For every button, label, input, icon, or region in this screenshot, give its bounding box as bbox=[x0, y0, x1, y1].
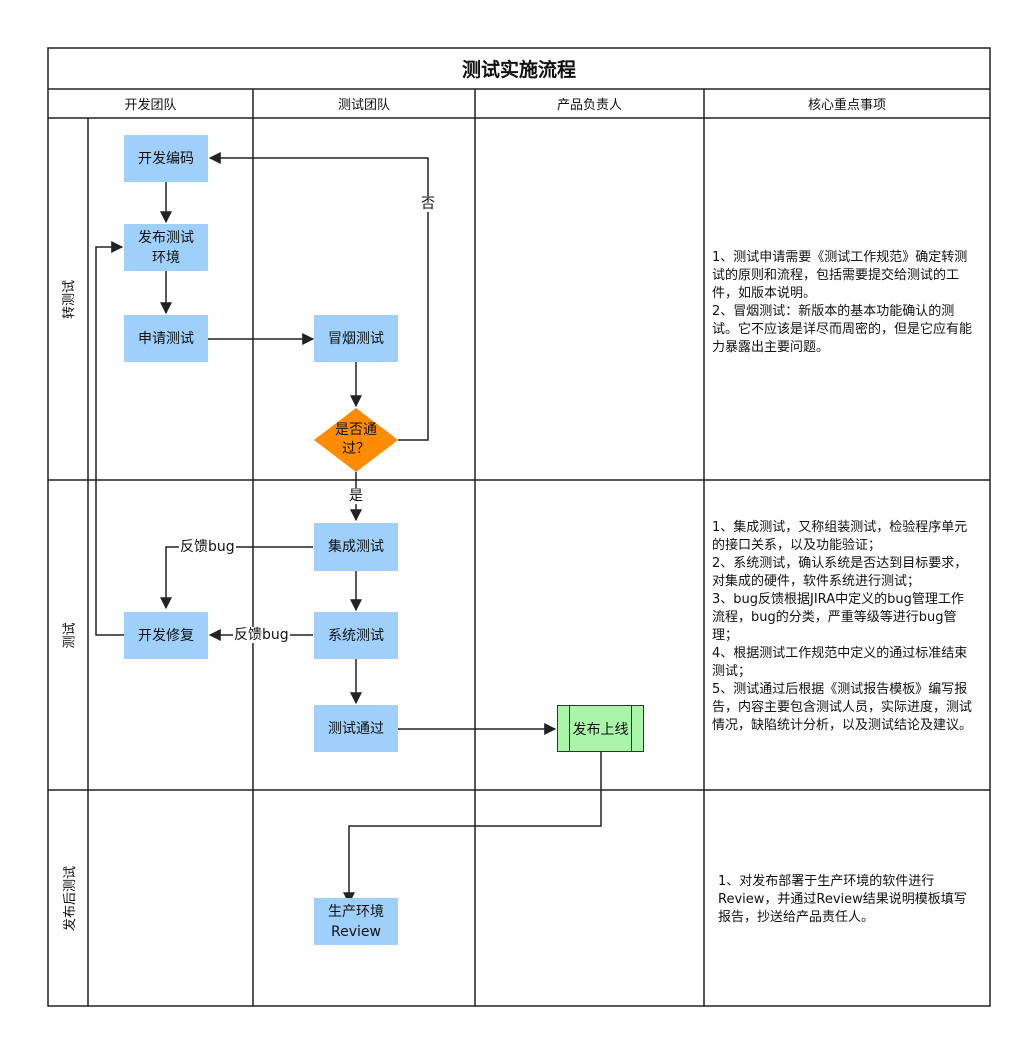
release-node: 发布上线 bbox=[557, 705, 644, 752]
column-header-product-owner: 产品负责人 bbox=[556, 98, 622, 113]
edge-label-feedback-bug-integration: 反馈bug bbox=[179, 539, 236, 555]
edge-label-feedback-bug-system: 反馈bug bbox=[233, 627, 290, 643]
swimlane-grid bbox=[47, 47, 991, 1007]
column-header-test-team: 测试团队 bbox=[337, 98, 390, 113]
integration-test-node: 集成测试 bbox=[314, 523, 398, 571]
column-header-dev-team: 开发团队 bbox=[124, 98, 177, 113]
deploy-test-env-node: 发布测试 环境 bbox=[124, 224, 208, 271]
smoke-test-node: 冒烟测试 bbox=[314, 315, 398, 362]
edge-fix-to-deploy bbox=[95, 241, 124, 636]
pass-decision-diamond bbox=[314, 408, 398, 472]
dev-fix-node: 开发修复 bbox=[124, 612, 208, 659]
edge-label-no: 否 bbox=[420, 196, 436, 212]
notes-to-test: 1、测试申请需要《测试工作规范》确定转测试的原则和流程，包括需要提交给测试的工件… bbox=[712, 250, 973, 355]
system-test-node: 系统测试 bbox=[314, 612, 398, 659]
edge-integration-bug bbox=[160, 546, 313, 610]
test-pass-node: 测试通过 bbox=[314, 705, 398, 752]
row-header-to-test: 转测试 bbox=[62, 279, 78, 319]
page-title: 测试实施流程 bbox=[461, 58, 576, 81]
column-header-key-points: 核心重点事项 bbox=[807, 98, 886, 113]
apply-test-node: 申请测试 bbox=[124, 315, 208, 362]
notes-testing: 1、集成测试，又称组装测试，检验程序单元的接口关系，以及功能验证； 2、系统测试… bbox=[712, 520, 973, 733]
dev-coding-node: 开发编码 bbox=[124, 135, 208, 182]
notes-post-release: 1、对发布部署于生产环境的软件进行Review，并通过Review结果说明模板填… bbox=[718, 874, 967, 925]
row-header-testing: 测试 bbox=[62, 621, 78, 649]
edge-label-yes: 是 bbox=[348, 488, 364, 504]
edge-release-to-review bbox=[343, 752, 602, 905]
row-header-post-release: 发布后测试 bbox=[62, 865, 78, 931]
prod-review-node: 生产环境 Review bbox=[314, 898, 398, 945]
pass-decision-label: 是否通 过？ bbox=[335, 422, 377, 457]
connectors bbox=[95, 152, 602, 905]
edge-decision-no bbox=[208, 152, 429, 441]
